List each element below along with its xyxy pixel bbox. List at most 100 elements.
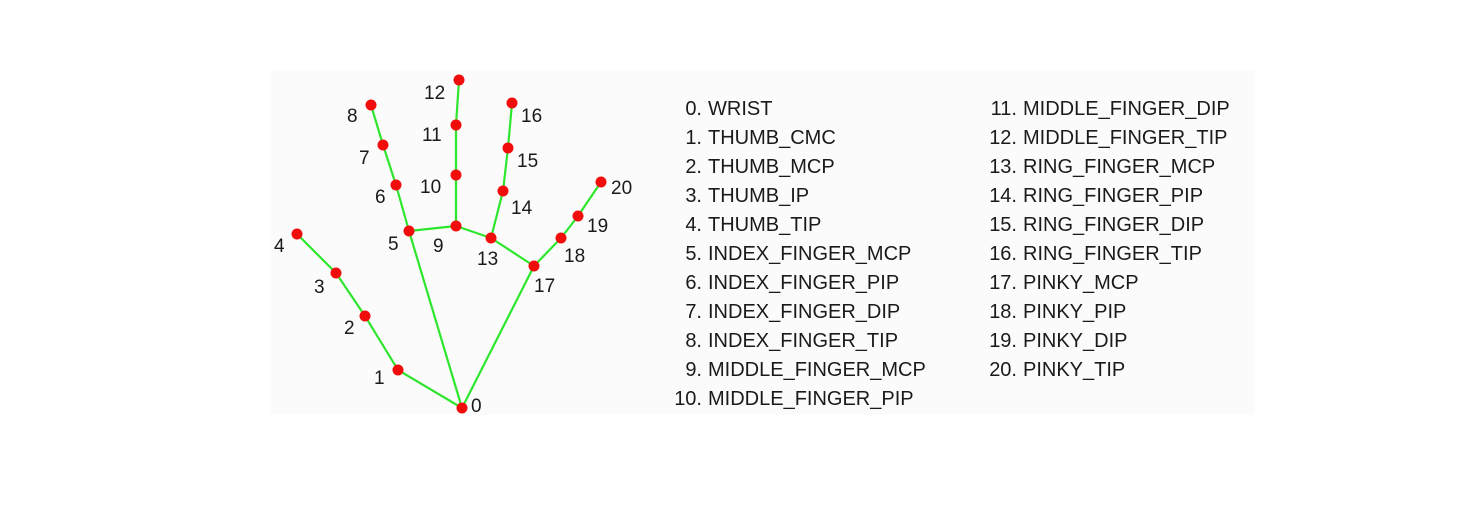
legend-landmark-name: INDEX_FINGER_DIP bbox=[708, 301, 901, 323]
joint-12 bbox=[453, 74, 465, 86]
joint-8 bbox=[365, 99, 377, 111]
joint-6 bbox=[390, 179, 402, 191]
joint-label-13: 13 bbox=[477, 249, 498, 270]
legend-item-0: 0. WRIST bbox=[668, 95, 926, 124]
bone-2-3 bbox=[334, 271, 367, 318]
bone-3-4 bbox=[295, 232, 338, 275]
joint-label-17: 17 bbox=[534, 276, 555, 297]
legend-landmark-name: RING_FINGER_TIP bbox=[1023, 243, 1202, 265]
legend-item-14: 14. RING_FINGER_PIP bbox=[983, 182, 1230, 211]
legend-index: 9. bbox=[685, 359, 702, 381]
legend-item-16: 16.RING_FINGER_TIP bbox=[983, 240, 1230, 269]
joint-4 bbox=[291, 228, 303, 240]
bone-17-18 bbox=[532, 236, 563, 268]
legend-item-17: 17.PINKY_MCP bbox=[983, 269, 1230, 298]
legend-index: 6. bbox=[685, 272, 702, 294]
legend-index: 20. bbox=[989, 359, 1017, 381]
legend-item-4: 4.THUMB_TIP bbox=[668, 211, 926, 240]
legend-landmark-name: MIDDLE_FINGER_TIP bbox=[1023, 127, 1228, 149]
bone-19-20 bbox=[576, 180, 603, 218]
bone-15-16 bbox=[506, 101, 514, 150]
bone-9-13 bbox=[454, 224, 493, 240]
legend-landmark-name: PINKY_DIP bbox=[1023, 330, 1128, 352]
legend-index: 5. bbox=[685, 243, 702, 265]
legend-item-5: 5.INDEX_FINGER_MCP bbox=[668, 240, 926, 269]
legend-landmark-name: RING_FINGER_DIP bbox=[1023, 214, 1205, 236]
diagram-background bbox=[270, 70, 1255, 415]
joint-label-5: 5 bbox=[388, 234, 399, 255]
legend-index: 8. bbox=[685, 330, 702, 352]
joint-label-11: 11 bbox=[422, 125, 442, 146]
legend-landmark-name: INDEX_FINGER_TIP bbox=[708, 330, 899, 352]
legend-item-9: 9. MIDDLE_FINGER_MCP bbox=[668, 356, 926, 385]
joint-label-0: 0 bbox=[471, 396, 482, 417]
joint-10 bbox=[450, 169, 462, 181]
joint-label-12: 12 bbox=[424, 83, 445, 104]
legend-landmark-name: MIDDLE_FINGER_DIP bbox=[1023, 98, 1230, 120]
legend-landmark-name: THUMB_IP bbox=[708, 185, 810, 207]
legend-index: 11. bbox=[990, 98, 1017, 120]
joint-label-7: 7 bbox=[359, 148, 370, 169]
legend-item-2: 2.THUMB_MCP bbox=[668, 153, 926, 182]
joint-14 bbox=[497, 185, 509, 197]
bone-5-9 bbox=[407, 224, 458, 233]
joint-20 bbox=[595, 176, 607, 188]
legend-item-1: 1. THUMB_CMC bbox=[668, 124, 926, 153]
joint-5 bbox=[403, 225, 415, 237]
bone-5-6 bbox=[394, 183, 411, 233]
legend-landmark-name: THUMB_CMC bbox=[708, 127, 836, 149]
legend-landmark-name: RING_FINGER_MCP bbox=[1023, 156, 1216, 178]
joint-label-14: 14 bbox=[511, 198, 533, 219]
bone-0-5 bbox=[407, 229, 464, 410]
legend-item-3: 3.THUMB_IP bbox=[668, 182, 926, 211]
legend-item-18: 18. PINKY_PIP bbox=[983, 298, 1230, 327]
joint-18 bbox=[555, 232, 567, 244]
legend-item-15: 15.RING_FINGER_DIP bbox=[983, 211, 1230, 240]
bone-6-7 bbox=[381, 143, 398, 187]
joint-label-10: 10 bbox=[420, 177, 441, 198]
joint-15 bbox=[502, 142, 514, 154]
legend-landmark-name: PINKY_PIP bbox=[1023, 301, 1127, 323]
bone-0-1 bbox=[396, 368, 464, 410]
bone-7-8 bbox=[369, 103, 385, 147]
legend-item-8: 8. INDEX_FINGER_TIP bbox=[668, 327, 926, 356]
legend-item-19: 19. PINKY_DIP bbox=[983, 327, 1230, 356]
joint-0 bbox=[456, 402, 468, 414]
joint-label-19: 19 bbox=[587, 216, 608, 237]
legend-item-6: 6. INDEX_FINGER_PIP bbox=[668, 269, 926, 298]
joint-label-9: 9 bbox=[433, 236, 444, 257]
legend-index: 19. bbox=[989, 330, 1017, 352]
legend-index: 1. bbox=[685, 127, 702, 149]
bone-1-2 bbox=[363, 314, 400, 372]
joint-label-2: 2 bbox=[344, 318, 355, 339]
bone-13-17 bbox=[489, 236, 536, 268]
legend-landmark-name: PINKY_TIP bbox=[1023, 359, 1126, 381]
legend-item-10: 10.MIDDLE_FINGER_PIP bbox=[668, 385, 926, 414]
legend-landmark-name: RING_FINGER_PIP bbox=[1023, 185, 1204, 207]
joint-label-6: 6 bbox=[375, 187, 386, 208]
joint-label-8: 8 bbox=[347, 106, 358, 127]
joint-16 bbox=[506, 97, 518, 109]
legend-index: 4. bbox=[685, 214, 702, 236]
legend-landmark-name: MIDDLE_FINGER_MCP bbox=[708, 359, 926, 381]
joint-17 bbox=[528, 260, 540, 272]
joint-9 bbox=[450, 220, 462, 232]
joint-3 bbox=[330, 267, 342, 279]
bone-11-12 bbox=[454, 78, 461, 127]
legend-landmark-name: WRIST bbox=[708, 98, 773, 120]
bone-13-14 bbox=[489, 189, 505, 240]
legend-landmark-name: INDEX_FINGER_PIP bbox=[708, 272, 900, 294]
legend-index: 18. bbox=[989, 301, 1017, 323]
joint-label-18: 18 bbox=[564, 246, 585, 267]
joint-11 bbox=[450, 119, 462, 131]
legend-index: 0. bbox=[685, 98, 702, 120]
legend-index: 2. bbox=[685, 156, 702, 178]
joint-label-3: 3 bbox=[314, 277, 325, 298]
joint-label-15: 15 bbox=[517, 151, 538, 172]
legend-index: 14. bbox=[989, 185, 1017, 207]
legend-landmark-name: PINKY_MCP bbox=[1023, 272, 1139, 294]
